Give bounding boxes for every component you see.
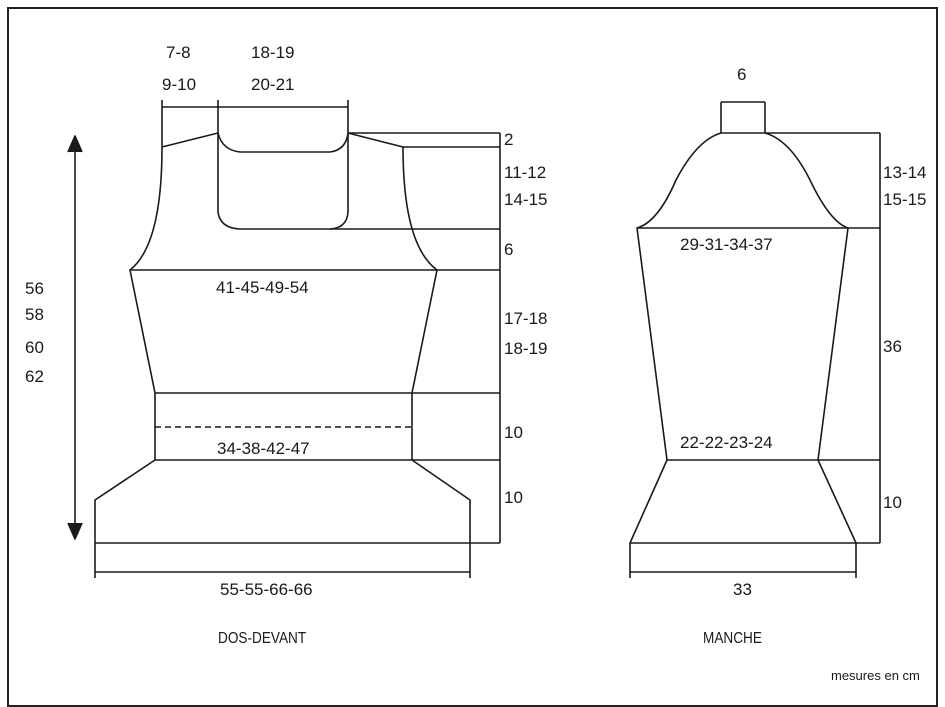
body-height-label-1: 17-18 <box>504 309 548 328</box>
neck-depth-label-1: 11-12 <box>504 163 547 182</box>
neck-width-label-1: 18-19 <box>251 43 295 62</box>
sleeve-cuff-height-label: 10 <box>883 493 902 512</box>
sleeve-cap-height-label-1: 13-14 <box>883 163 927 182</box>
sleeve-top-width-label: 6 <box>737 65 747 84</box>
armhole-shaping-label: 6 <box>504 240 514 259</box>
neck-width-label-2: 20-21 <box>251 75 295 94</box>
sleeve-cap-height-label-2: 15-15 <box>883 190 927 209</box>
bottom-width-label: 55-55-66-66 <box>220 580 313 599</box>
waist-band-height-label: 10 <box>504 423 523 442</box>
total-height-label-1: 56 <box>25 279 44 298</box>
front-back-caption: DOS-DEVANT <box>218 630 307 647</box>
sleeve-bottom-width-label: 33 <box>733 580 752 599</box>
shoulder-width-label-2: 9-10 <box>162 75 197 94</box>
hip-band-height-label: 10 <box>504 488 523 507</box>
shoulder-width-label-1: 7-8 <box>166 43 191 62</box>
body-height-label-2: 18-19 <box>504 339 548 358</box>
waist-width-label: 34-38-42-47 <box>217 439 310 458</box>
sleeve-outline <box>629 132 857 544</box>
neck-depth-label-2: 14-15 <box>504 190 548 209</box>
front-back-outline <box>94 132 471 544</box>
front-neckline <box>217 133 349 230</box>
sleeve-lower-width-label: 22-22-23-24 <box>680 433 773 452</box>
total-height-label-3: 60 <box>25 338 44 357</box>
total-height-label-2: 58 <box>25 305 44 324</box>
pattern-schematic <box>67 100 881 578</box>
shoulder-slope-label: 2 <box>504 130 514 149</box>
units-note: mesures en cm <box>831 668 920 683</box>
sleeve-body-length-label: 36 <box>883 337 902 356</box>
total-height-label-4: 62 <box>25 367 44 386</box>
sleeve-upper-width-label: 29-31-34-37 <box>680 235 773 254</box>
sleeve-caption: MANCHE <box>703 630 762 647</box>
chest-width-label: 41-45-49-54 <box>216 278 309 297</box>
